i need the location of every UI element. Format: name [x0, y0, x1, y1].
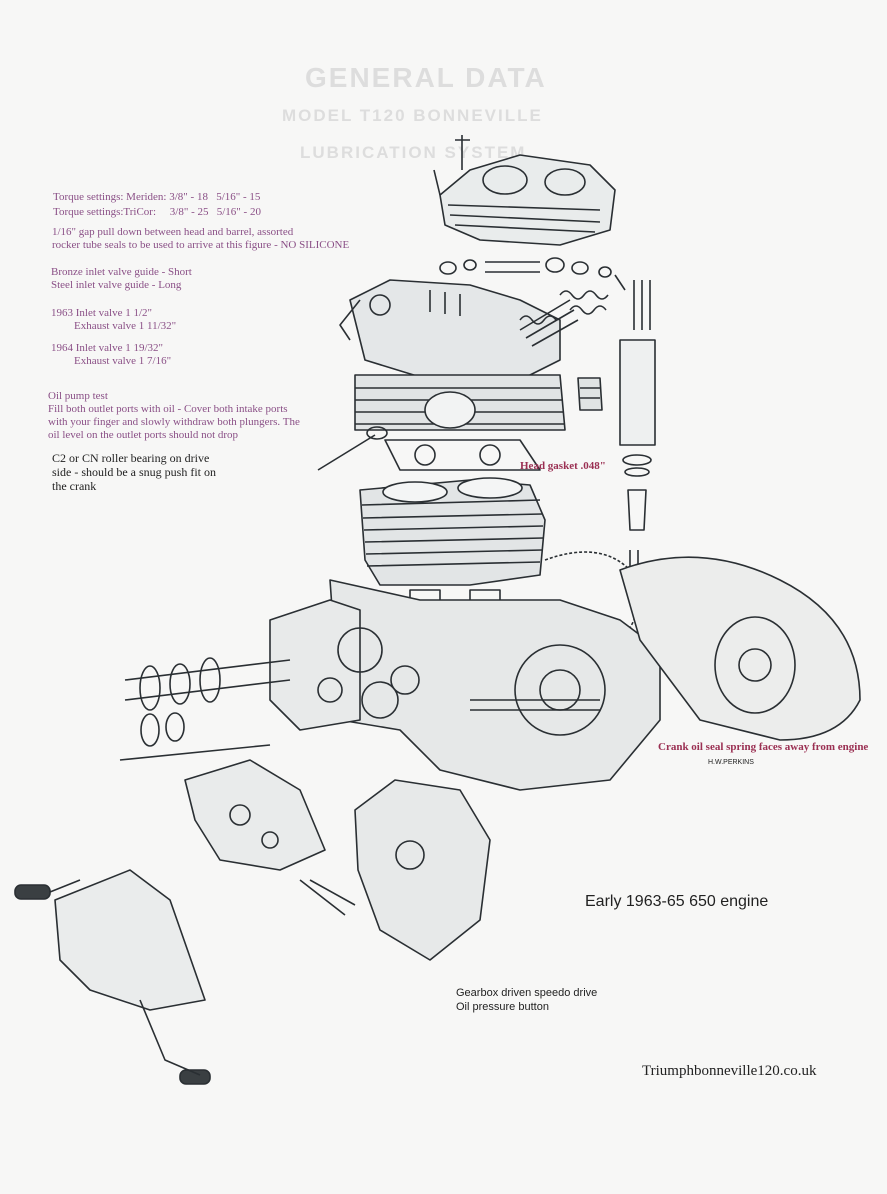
oil-pump-test-line1: Fill both outlet ports with oil - Cover …: [48, 403, 288, 415]
cylinder-head: [339, 279, 579, 381]
bearing-note-line2: side - should be a snug push fit on: [52, 465, 216, 479]
valve: [317, 426, 388, 471]
oil-pump-test-line2: with your finger and slowly withdraw bot…: [48, 416, 300, 428]
website-label: Triumphbonneville120.co.uk: [642, 1063, 817, 1079]
oil-pump-test-line3: oil level on the outlet ports should not…: [48, 429, 239, 441]
guide-bronze-note: Bronze inlet valve guide - Short: [51, 266, 192, 278]
valve-springs: [519, 290, 609, 325]
guide-steel-note: Steel inlet valve guide - Long: [51, 279, 182, 291]
crank-seal-label: Crank oil seal spring faces away from en…: [658, 741, 869, 753]
rocker-cover: [433, 135, 616, 246]
gap-note-line1: 1/16" gap pull down between head and bar…: [52, 226, 294, 238]
artist-signature: H.W.PERKINS: [708, 759, 754, 766]
bearing-note-line1: C2 or CN roller bearing on drive: [52, 451, 210, 465]
ghost-title-1: GENERAL DATA: [305, 62, 547, 93]
cylinder-barrel: [359, 477, 546, 586]
gearbox-cluster: [119, 657, 291, 761]
head-fins: [354, 374, 566, 431]
gearbox-outer-cover: [14, 869, 211, 1085]
oil-pump-test-title: Oil pump test: [48, 390, 108, 402]
gap-note-line2: rocker tube seals to be used to arrive a…: [52, 239, 350, 251]
speedo-note-line1: Gearbox driven speedo drive: [456, 987, 598, 999]
timing-gears: [269, 599, 420, 731]
tappet-block: [577, 377, 603, 411]
crankcase: [329, 579, 661, 791]
engine-title: Early 1963-65 650 engine: [585, 893, 769, 910]
head-gasket: [384, 439, 541, 471]
pushrods: [619, 280, 656, 590]
ghost-title-3: LUBRICATION SYSTEM: [300, 143, 527, 162]
gearbox-inner-cover: [184, 759, 326, 871]
head-gasket-label: Head gasket .048": [520, 460, 606, 472]
valve-1964-exhaust: Exhaust valve 1 7/16": [74, 355, 172, 367]
ghost-title-2: MODEL T120 BONNEVILLE: [282, 106, 543, 125]
timing-side-cover: [354, 779, 491, 961]
primary-chaincase: [619, 556, 861, 741]
speedo-drive: [299, 879, 356, 916]
torque-meriden-note: Torque settings: Meriden: 3/8" - 18 5/16…: [53, 191, 261, 203]
rocker-spindle-parts: [439, 257, 626, 291]
bearing-note-line3: the crank: [52, 479, 97, 493]
valve-1963-inlet: 1963 Inlet valve 1 1/2": [51, 307, 153, 319]
valve-1963-exhaust: Exhaust valve 1 11/32": [74, 320, 177, 332]
torque-tricor-note: Torque settings:TriCor: 3/8" - 25 5/16" …: [53, 206, 261, 218]
speedo-note-line2: Oil pressure button: [456, 1001, 549, 1013]
valve-1964-inlet: 1964 Inlet valve 1 19/32": [51, 342, 164, 354]
